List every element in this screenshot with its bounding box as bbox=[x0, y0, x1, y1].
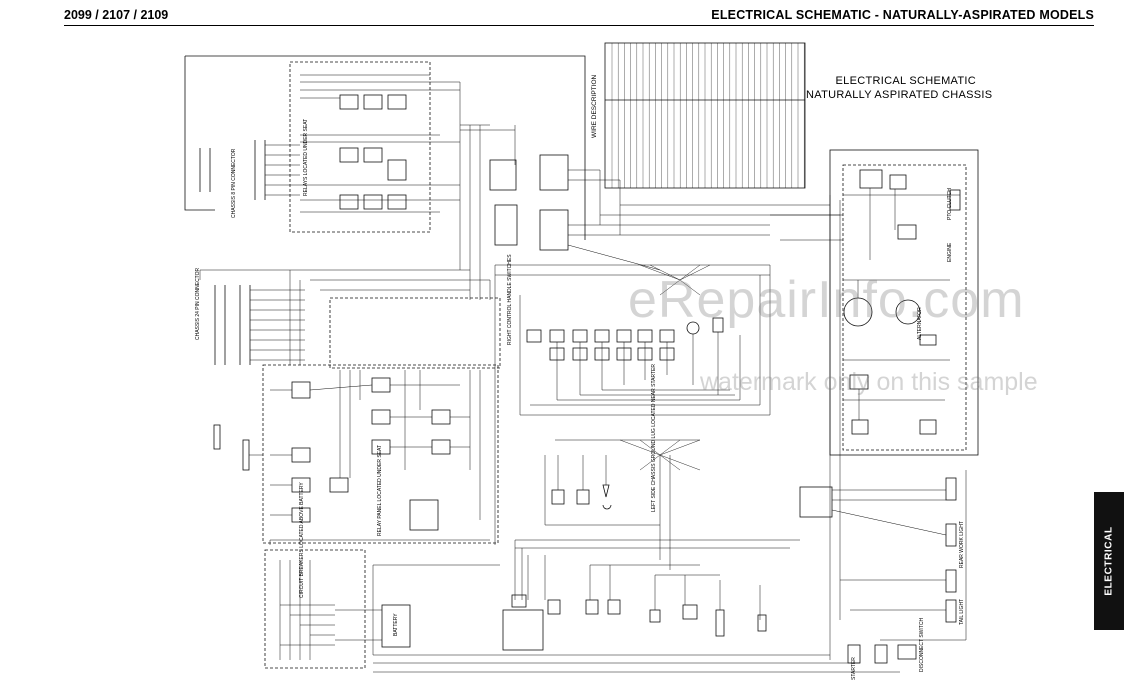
diagram-title-line2: NATURALLY ASPIRATED CHASSIS bbox=[806, 89, 993, 101]
relay-box-top bbox=[289, 61, 431, 233]
seat-and-brake-switches bbox=[551, 484, 612, 510]
watermark-main: eRepairInfo.com bbox=[628, 271, 1025, 329]
engine-box bbox=[842, 164, 967, 451]
pto-clutch-label: PTO CLUTCH bbox=[947, 188, 953, 220]
relay-panel-relays bbox=[291, 377, 451, 531]
model-numbers: 2099 / 2107 / 2109 bbox=[64, 8, 169, 22]
lower-sensors bbox=[502, 594, 767, 651]
chassis-24pin-label: CHASSIS 24 PIN CONNECTOR bbox=[195, 267, 201, 340]
disconnect-switch-label: DISCONNECT SWITCH bbox=[919, 617, 925, 672]
handle-switches-label: RIGHT CONTROL HANDLE SWITCHES bbox=[507, 254, 513, 345]
relay-panel-box bbox=[262, 364, 499, 544]
mid-connector-block bbox=[489, 154, 569, 251]
ground-lug-label: LEFT SIDE CHASSIS GROUND LUG LOCATED NEA… bbox=[651, 364, 657, 512]
diagram-title: ELECTRICAL SCHEMATIC NATURALLY ASPIRATED… bbox=[806, 74, 993, 102]
relay-panel-connector-box bbox=[329, 297, 501, 369]
watermark-sub: watermark only on this sample bbox=[700, 368, 1038, 396]
circuit-breaker-box bbox=[264, 549, 366, 669]
wire-description-label: WIRE DESCRIPTION bbox=[591, 74, 598, 138]
chassis-24pin-connector bbox=[214, 285, 251, 365]
rear-work-light-label: REAR WORK LIGHT bbox=[959, 521, 965, 568]
electrical-section-tab[interactable]: ELECTRICAL bbox=[1094, 492, 1124, 630]
chassis-8pin-connector bbox=[199, 140, 266, 200]
circuit-breakers-label: CIRCUIT BREAKERS LOCATED ABOVE BATTERY bbox=[299, 482, 305, 598]
header-rule bbox=[64, 25, 1094, 26]
diagram-title-line1: ELECTRICAL SCHEMATIC bbox=[835, 75, 976, 87]
relay-panel-label: RELAY PANEL LOCATED UNDER SEAT bbox=[377, 444, 383, 536]
top-relays bbox=[339, 94, 407, 210]
section-title: ELECTRICAL SCHEMATIC - NATURALLY-ASPIRAT… bbox=[711, 8, 1094, 22]
starter-label: STARTER bbox=[851, 657, 857, 680]
page-header: 2099 / 2107 / 2109 ELECTRICAL SCHEMATIC … bbox=[0, 6, 1126, 26]
engine-outer-box bbox=[829, 149, 979, 456]
relays-located-label: RELAYS LOCATED UNDER SEAT bbox=[303, 118, 309, 196]
engine-label: ENGINE bbox=[947, 242, 953, 262]
right-lights bbox=[799, 477, 957, 623]
battery-label: BATTERY bbox=[393, 613, 399, 636]
tail-light-label: TAIL LIGHT bbox=[959, 598, 965, 625]
battery bbox=[381, 604, 411, 648]
chassis-8pin-label: CHASSIS 8 PIN CONNECTOR bbox=[231, 148, 237, 218]
electrical-tab-label: ELECTRICAL bbox=[1103, 526, 1115, 596]
left-inline-connectors bbox=[213, 424, 250, 471]
starter-alternator bbox=[847, 644, 917, 664]
wire-table-columns bbox=[611, 43, 805, 188]
